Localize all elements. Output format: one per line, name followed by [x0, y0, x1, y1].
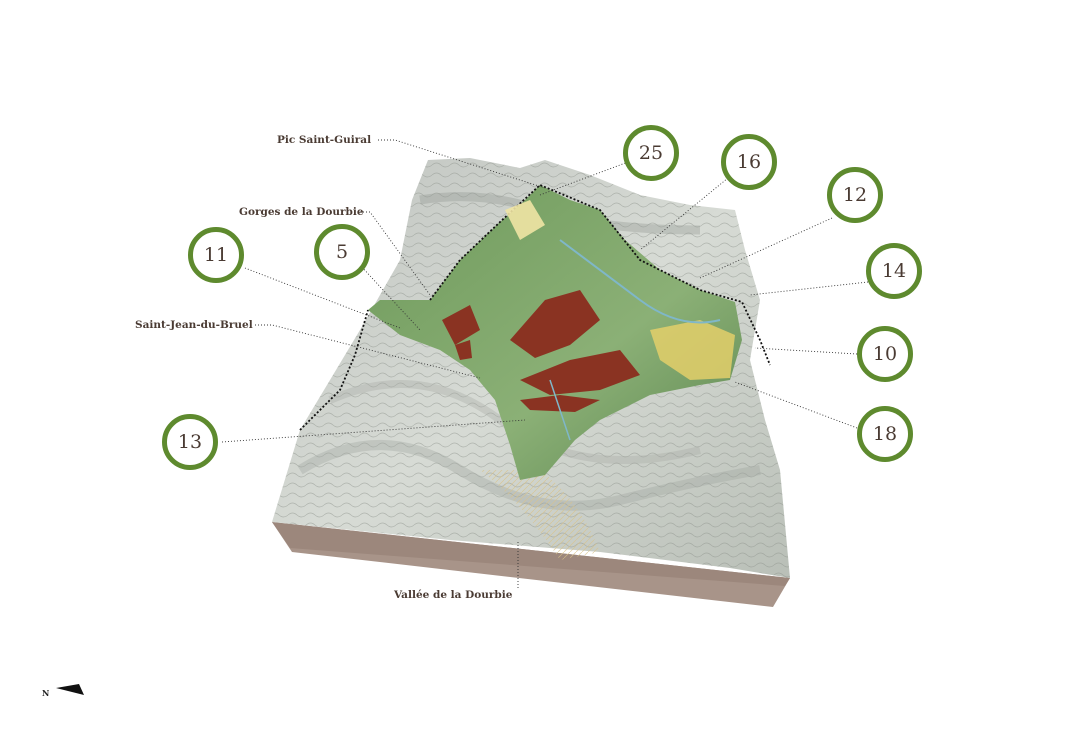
- agri-zone: [650, 320, 735, 380]
- label-vallee-de-la-dourbie: Vallée de la Dourbie: [394, 589, 513, 601]
- marker-10-number: 10: [872, 343, 898, 365]
- clearcut-patch-3: [520, 395, 600, 412]
- valley-fields: [480, 470, 600, 560]
- leader-16: [639, 177, 729, 251]
- label-pic-saint-guiral: Pic Saint-Guiral: [277, 134, 372, 146]
- marker-25[interactable]: 25: [623, 125, 679, 181]
- marker-5[interactable]: 5: [314, 224, 370, 280]
- clearcut-patch-4: [442, 305, 480, 345]
- leader-10: [754, 347, 858, 355]
- clearcut-patch-5: [455, 340, 472, 360]
- leader-18: [734, 381, 858, 429]
- leader-lines: [221, 139, 869, 588]
- marker-10[interactable]: 10: [857, 326, 913, 382]
- ridge-shading-2: [328, 380, 701, 464]
- marker-18-number: 18: [872, 423, 898, 445]
- marker-16[interactable]: 16: [721, 134, 777, 190]
- marker-12-number: 12: [842, 184, 868, 206]
- marker-13[interactable]: 13: [162, 414, 218, 470]
- marker-13-number: 13: [177, 431, 203, 453]
- marker-25-number: 25: [638, 142, 664, 164]
- marker-16-number: 16: [736, 151, 762, 173]
- watershed-boundary: [299, 183, 771, 431]
- marker-5-number: 5: [335, 241, 349, 263]
- clearcut-patch: [510, 290, 600, 358]
- leader-25: [539, 161, 629, 196]
- marker-11[interactable]: 11: [188, 227, 244, 283]
- marker-14[interactable]: 14: [866, 243, 922, 299]
- leader-12: [699, 217, 833, 279]
- terrain-base-front: [272, 522, 790, 586]
- agri-zone-2: [505, 200, 545, 240]
- north-arrow-icon: [56, 684, 84, 695]
- marker-14-number: 14: [881, 260, 907, 282]
- river-2: [549, 379, 571, 441]
- label-saint-jean-du-bruel: Saint-Jean-du-Bruel: [135, 319, 253, 331]
- marker-18[interactable]: 18: [857, 406, 913, 462]
- marker-12[interactable]: 12: [827, 167, 883, 223]
- river: [559, 239, 721, 324]
- leader-11: [244, 267, 401, 329]
- leader-14: [749, 281, 869, 296]
- label-gorges-de-la-dourbie: Gorges de la Dourbie: [239, 206, 364, 218]
- clearcut-patch-2: [520, 350, 640, 395]
- north-label: N: [42, 688, 50, 698]
- leader-gorges: [360, 211, 431, 296]
- marker-11-number: 11: [203, 244, 229, 266]
